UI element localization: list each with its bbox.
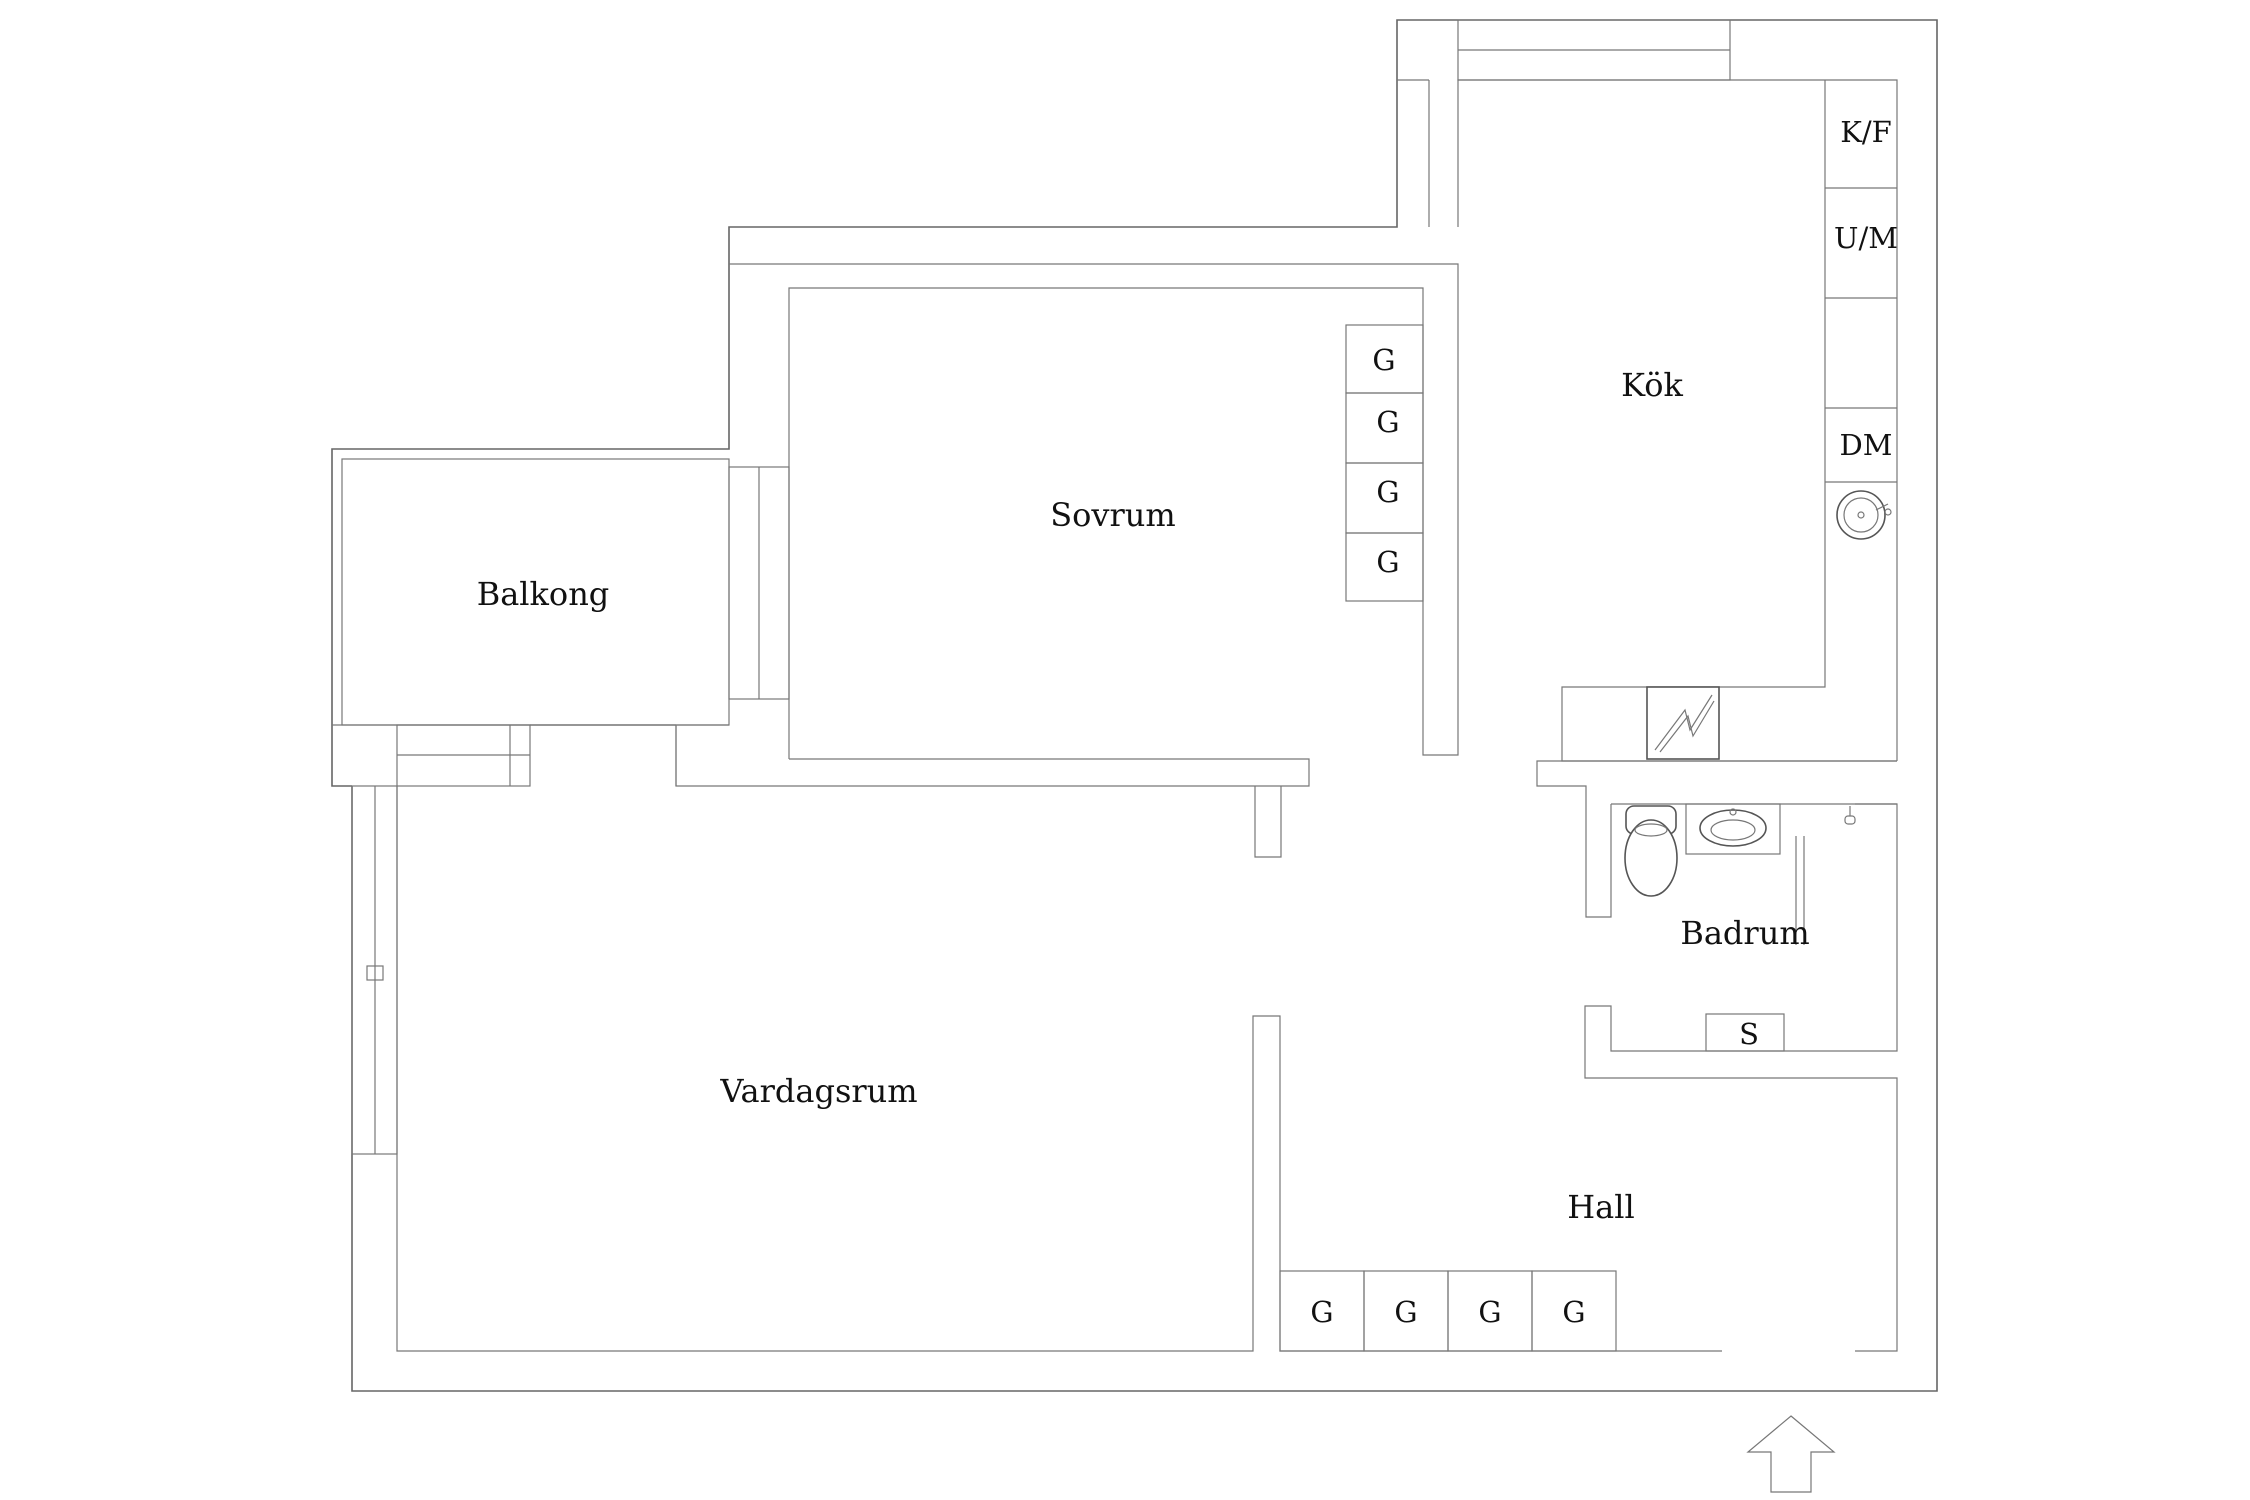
kitchen-sink-icon xyxy=(1836,490,1892,540)
hall-wardrobe-label: G xyxy=(1310,1295,1333,1329)
oven-micro-label: U/M xyxy=(1834,221,1898,255)
kitchen-window xyxy=(1457,19,1731,81)
bedroom-walls xyxy=(675,263,1459,858)
room-label-balkong: Balkong xyxy=(477,575,610,613)
bedroom-wardrobes xyxy=(1345,324,1424,602)
shower-head-icon xyxy=(1844,806,1856,825)
toilet-icon xyxy=(1624,805,1678,897)
hall-wardrobes xyxy=(1279,1270,1617,1352)
bedroom-wardrobe-label: G xyxy=(1376,475,1399,509)
entrance-arrow-icon xyxy=(1746,1415,1836,1493)
room-label-sovrum: Sovrum xyxy=(1050,496,1176,534)
balcony xyxy=(332,458,790,787)
bedroom-wardrobe-label: G xyxy=(1376,545,1399,579)
room-label-vardagsrum: Vardagsrum xyxy=(719,1072,917,1110)
bedroom-wardrobe-label: G xyxy=(1376,405,1399,439)
shower-label: S xyxy=(1739,1017,1759,1051)
living-room-window xyxy=(351,785,398,1155)
bathroom-sink-icon xyxy=(1685,803,1781,855)
room-label-badrum: Badrum xyxy=(1680,914,1809,952)
hall-wardrobe-label: G xyxy=(1394,1295,1417,1329)
kitchen-counter xyxy=(1536,80,1897,918)
room-label-hall: Hall xyxy=(1567,1188,1634,1226)
hall-wardrobe-label: G xyxy=(1478,1295,1501,1329)
fridge-freezer-label: K/F xyxy=(1840,115,1892,149)
stove-icon xyxy=(1646,686,1720,760)
hall-wardrobe-label: G xyxy=(1562,1295,1585,1329)
shower-marker xyxy=(1705,1013,1785,1052)
dishwasher-label: DM xyxy=(1840,428,1893,462)
bedroom-wardrobe-label: G xyxy=(1372,343,1395,377)
room-label-kok: Kök xyxy=(1621,366,1683,404)
